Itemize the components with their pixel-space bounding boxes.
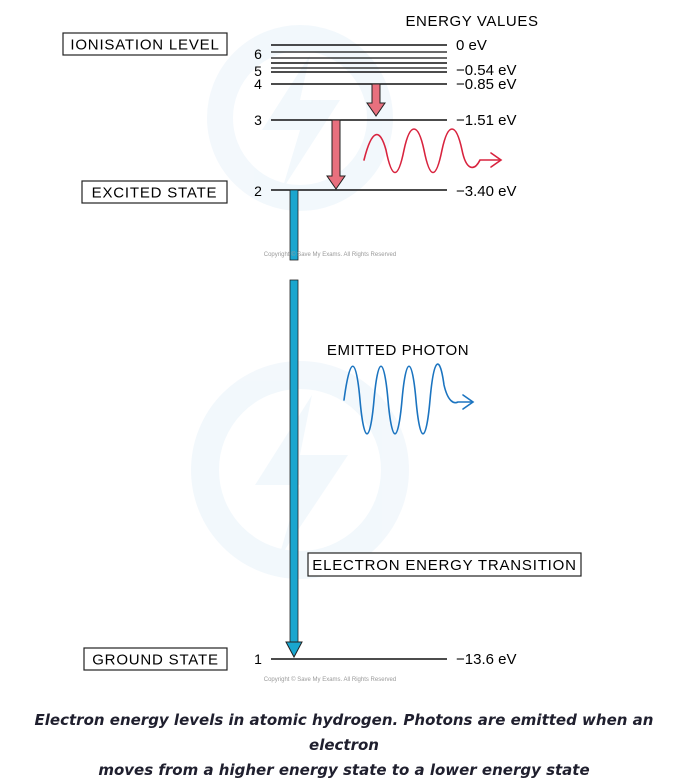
- level-number-1: 1: [254, 651, 262, 667]
- ionisation-level-label: IONISATION LEVEL: [62, 32, 228, 56]
- level-number-3: 3: [254, 112, 262, 128]
- energy-value-6: 0 eV: [456, 37, 487, 54]
- red-photon-wave: [363, 128, 503, 174]
- excited-state-text: EXCITED STATE: [92, 185, 218, 202]
- electron-energy-transition-label: ELECTRON ENERGY TRANSITION: [307, 552, 582, 577]
- energy-level-diagram: ENERGY VALUES IONISATION LEVEL EXCITED S…: [62, 13, 582, 683]
- blue-transition-arrow-2-to-1: [285, 189, 303, 659]
- energy-value-1: −13.6 eV: [456, 651, 516, 668]
- blue-photon-wave: [343, 363, 475, 435]
- ionisation-level-text: IONISATION LEVEL: [70, 37, 219, 54]
- caption-line-1: Electron energy levels in atomic hydroge…: [34, 711, 654, 754]
- level-number-2: 2: [254, 183, 262, 199]
- excited-state-label: EXCITED STATE: [81, 180, 228, 204]
- watermark-logo: [191, 25, 409, 579]
- energy-values-title: ENERGY VALUES: [405, 13, 538, 30]
- level-numbers: 6 5 4 3 2 1: [254, 46, 262, 667]
- level-number-4: 4: [254, 76, 262, 92]
- energy-value-4: −0.85 eV: [456, 76, 516, 93]
- red-transition-arrow-3-to-2: [326, 119, 346, 190]
- energy-value-3: −1.51 eV: [456, 112, 516, 129]
- figure-caption: Electron energy levels in atomic hydroge…: [0, 708, 688, 783]
- level-number-6: 6: [254, 46, 262, 62]
- ground-state-label: GROUND STATE: [83, 647, 228, 671]
- copyright-watermark-top: Copyright © Save My Exams. All Rights Re…: [264, 251, 396, 258]
- energy-values: 0 eV −0.54 eV −0.85 eV −1.51 eV −3.40 eV…: [456, 37, 516, 668]
- ground-state-text: GROUND STATE: [92, 652, 219, 669]
- caption-line-2: moves from a higher energy state to a lo…: [98, 761, 590, 779]
- energy-level-lines: [271, 44, 447, 660]
- energy-value-5: −0.54 eV: [456, 62, 516, 79]
- red-transition-arrow-4-to-3: [366, 83, 386, 117]
- energy-value-2: −3.40 eV: [456, 183, 516, 200]
- copyright-watermark-bottom: Copyright © Save My Exams. All Rights Re…: [264, 676, 396, 683]
- emitted-photon-label: EMITTED PHOTON: [327, 342, 469, 359]
- level-number-5: 5: [254, 63, 262, 79]
- electron-energy-transition-text: ELECTRON ENERGY TRANSITION: [312, 557, 576, 574]
